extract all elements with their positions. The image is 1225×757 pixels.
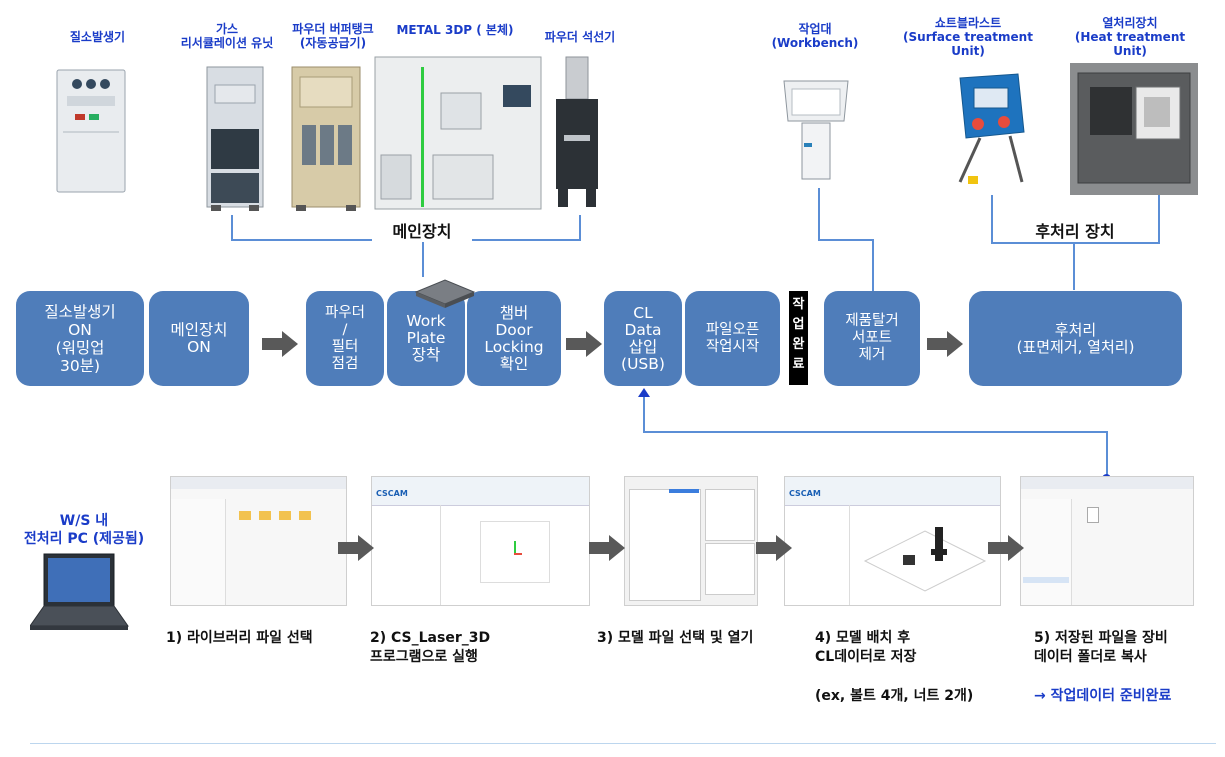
flow-box-powder-check: 파우더 / 필터 점검 <box>306 291 384 386</box>
label-gas-recirculation: 가스 리서큘레이션 유닛 <box>180 22 274 50</box>
flow-box-main-on: 메인장치 ON <box>149 291 249 386</box>
label-metal-3dp: METAL 3DP ( 본체) <box>396 23 514 37</box>
cscam-logo-2: CSCAM <box>789 489 821 498</box>
feedback-line-vertical-left <box>643 395 645 432</box>
nitrogen-generator-image <box>56 69 126 193</box>
label-shot-blast: 쇼트블라스트 (Surface treatment Unit) <box>903 16 1033 58</box>
work-plate-icon <box>414 279 476 308</box>
label-heat-treatment: 열처리장치 (Heat treatment Unit) <box>1074 16 1186 58</box>
main-group-bracket-right <box>579 215 581 240</box>
powder-separator-image <box>556 56 598 207</box>
main-group-stem <box>422 239 424 277</box>
screenshot-copy-file <box>1020 476 1194 606</box>
screenshot-library-file <box>170 476 347 606</box>
feedback-line-horizontal <box>643 431 1108 433</box>
label-powder-separator: 파우더 석선기 <box>544 30 616 44</box>
step-5-note: → 작업데이터 준비완료 <box>1034 688 1172 704</box>
main-group-bracket-left <box>231 215 233 240</box>
flow-box-work-plate: Work Plate 장착 <box>387 291 465 386</box>
step-4-note: (ex, 볼트 4개, 너트 2개) <box>815 688 974 704</box>
heat-treatment-unit-image <box>1070 63 1198 195</box>
pc-label: W/S 내 전처리 PC (제공됨) <box>23 513 145 547</box>
post-group-bracket-left <box>991 195 993 243</box>
screenshot-cs-laser: CSCAM <box>371 476 590 606</box>
step-3-caption: 3) 모델 파일 선택 및 열기 <box>597 630 754 646</box>
screenshot-model-layout: CSCAM <box>784 476 1001 606</box>
flow-box-file-open: 파일오픈 작업시작 <box>685 291 780 386</box>
gas-recirculation-unit-image <box>206 66 264 211</box>
step-1-caption: 1) 라이브러리 파일 선택 <box>166 630 313 646</box>
label-powder-buffer-tank: 파우더 버퍼탱크 (자동공급기) <box>292 22 374 50</box>
feedback-arrowhead <box>638 388 650 397</box>
flow-box-part-removal: 제품탈거 서포트 제거 <box>824 291 920 386</box>
cscam-logo: CSCAM <box>376 489 408 498</box>
post-group-bracket-right <box>1158 195 1160 243</box>
post-group-label: 후처리 장치 <box>1020 218 1130 242</box>
step-2-caption: 2) CS_Laser_3D 프로그램으로 실행 <box>370 630 491 665</box>
main-group-label: 메인장치 <box>372 218 472 242</box>
flow-box-cl-data: CL Data 삽입 (USB) <box>604 291 682 386</box>
flow-box-nitrogen-on: 질소발생기 ON (워밍업 30분) <box>16 291 144 386</box>
label-nitrogen-generator: 질소발생기 <box>69 30 126 44</box>
workbench-image <box>783 80 849 180</box>
workbench-connector-down <box>872 239 874 291</box>
bottom-divider <box>30 743 1216 744</box>
workbench-connector-horizontal <box>818 239 874 241</box>
post-group-bracket-bottom <box>991 242 1160 244</box>
post-group-stem <box>1073 242 1075 290</box>
screenshot-model-file <box>624 476 758 606</box>
flow-box-post-processing: 후처리 (표면제거, 열처리) <box>969 291 1182 386</box>
feedback-line-vertical-right <box>1106 432 1108 478</box>
shot-blast-image <box>958 73 1025 184</box>
metal-3dp-image <box>374 56 542 210</box>
step-5-caption: 5) 저장된 파일을 장비 데이터 폴더로 복사 <box>1034 630 1168 665</box>
workbench-connector-vertical <box>818 188 820 240</box>
work-complete-label: 작 업 완 료 <box>789 291 808 385</box>
flow-box-door-locking: 챔버 Door Locking 확인 <box>467 291 561 386</box>
label-workbench: 작업대 (Workbench) <box>771 22 859 50</box>
step-4-caption: 4) 모델 배치 후 CL데이터로 저장 <box>815 630 917 665</box>
powder-buffer-tank-image <box>291 66 361 211</box>
laptop-icon <box>30 553 129 630</box>
